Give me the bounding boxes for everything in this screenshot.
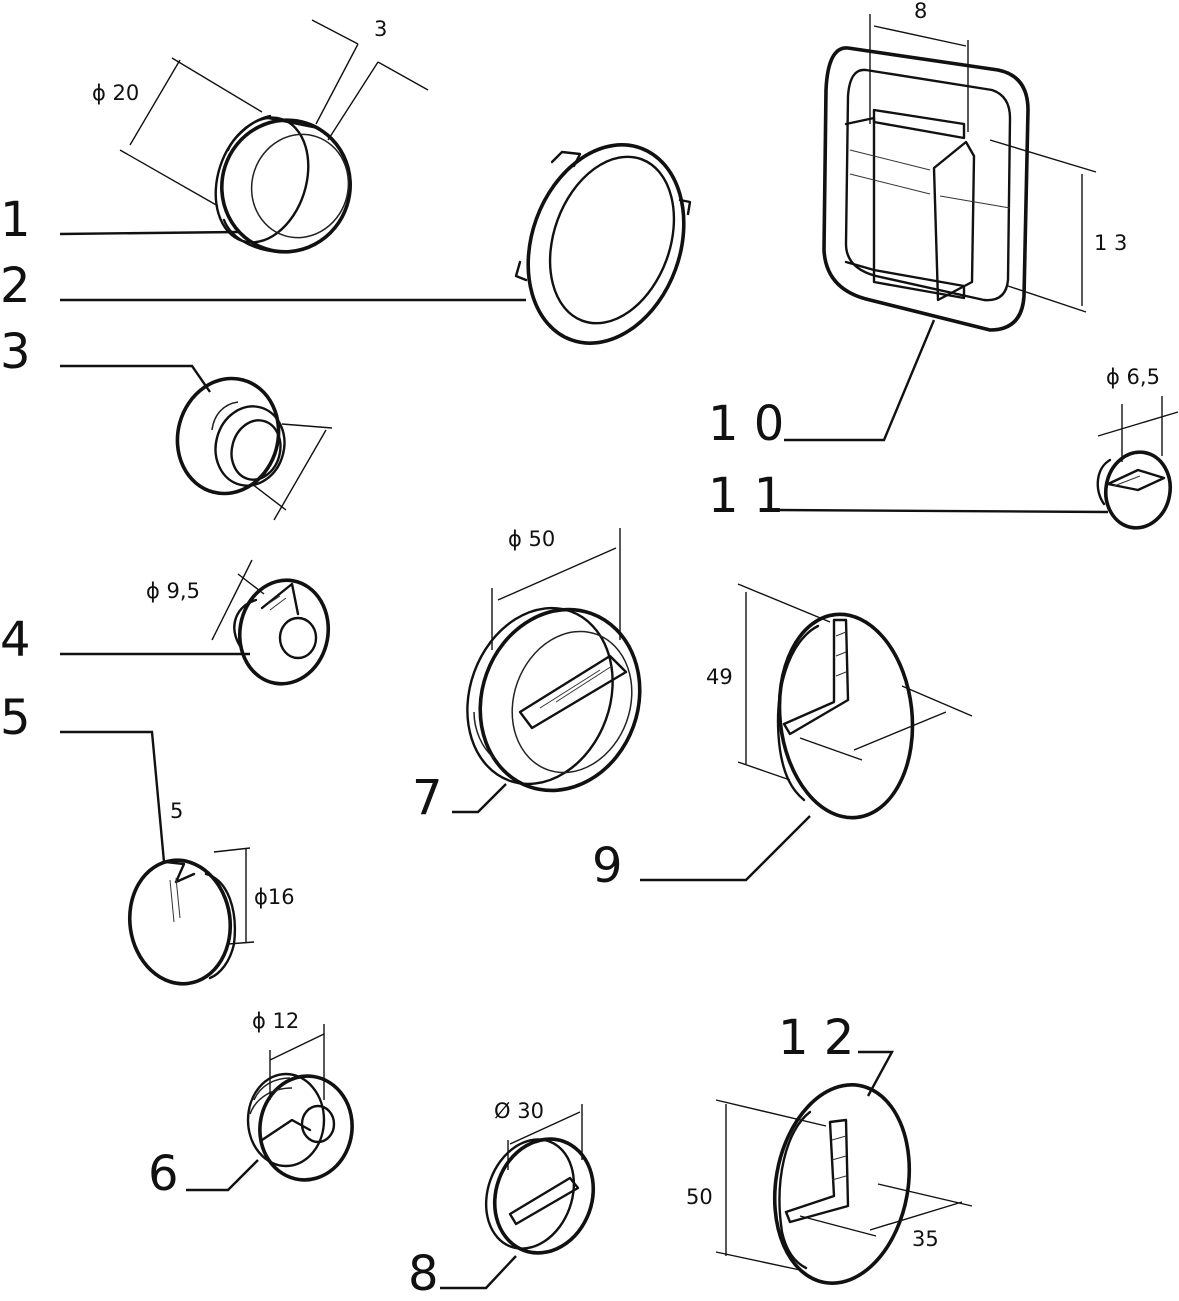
callout-1: 1 (0, 192, 31, 248)
callout-4: 4 (0, 612, 31, 668)
callout-3: 3 (0, 324, 31, 380)
dim-4-diameter: ϕ 9,5 (146, 579, 200, 603)
part-9-oval-plug (737, 583, 973, 820)
part-12-oval-plug (715, 1083, 973, 1285)
callout-labels: 1 2 3 4 5 6 7 8 9 1 0 1 1 1 2 (0, 192, 854, 1301)
part-11-small-plug (1096, 396, 1179, 530)
dim-1-thickness: 3 (374, 17, 387, 41)
dim-7-diameter: ϕ 50 (508, 527, 555, 551)
part-1-cap-plug (119, 19, 429, 254)
dim-11-diameter: ϕ 6,5 (1106, 365, 1160, 389)
part-6-ribbed-plug (246, 1024, 354, 1182)
callout-10: 1 0 (708, 396, 784, 452)
dim-12-height: 50 (686, 1185, 713, 1209)
dim-1-diameter: ϕ 20 (92, 81, 139, 105)
callout-9: 9 (592, 838, 623, 894)
part-4-stem-plug (211, 559, 331, 686)
dim-9-height: 49 (706, 665, 733, 689)
part-7-large-cap (466, 528, 642, 793)
leader-lines (59, 230, 1109, 1290)
dimension-labels: ϕ 20 3 ϕ 9,5 5 ϕ16 ϕ 12 ϕ 50 Ø 30 49 8 1… (92, 0, 1160, 1251)
part-3-flanged-bush (175, 376, 333, 521)
callout-5: 5 (0, 690, 31, 746)
callout-6: 6 (148, 1146, 179, 1202)
part-5-slotted-cap (127, 847, 255, 986)
dim-8-diameter: Ø 30 (494, 1099, 544, 1123)
callout-7: 7 (412, 770, 443, 826)
dim-10-height: 1 3 (1094, 231, 1127, 255)
dim-10-width: 8 (914, 0, 927, 23)
callout-12: 1 2 (778, 1010, 854, 1066)
part-2-ring (514, 143, 692, 345)
callout-2: 2 (0, 258, 31, 314)
part-10-rect-frame (822, 14, 1097, 332)
part-8-cap (484, 1104, 596, 1255)
callout-8: 8 (408, 1246, 439, 1301)
callout-11: 1 1 (708, 468, 784, 524)
dim-6-diameter: ϕ 12 (252, 1009, 299, 1033)
dim-5-depth: 5 (170, 799, 183, 823)
dim-5-diameter: ϕ16 (254, 885, 295, 909)
dim-12-width: 35 (912, 1227, 939, 1251)
